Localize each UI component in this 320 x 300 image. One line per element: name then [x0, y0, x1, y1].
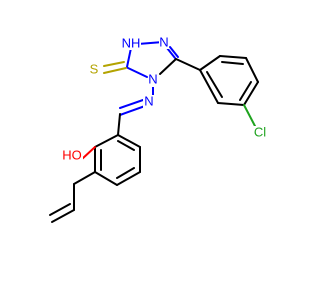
- n-top-label: N: [159, 34, 168, 49]
- bond-n4-c3: [127, 67, 148, 78]
- cp-bond-3: [245, 57, 259, 83]
- ph-bond-4-double: [116, 167, 135, 179]
- ph-bond-6: [117, 134, 141, 148]
- allyl-bond-1: [73, 171, 96, 185]
- bond-n-c5-double: [169, 46, 179, 58]
- bond-c3-nh: [126, 47, 132, 68]
- molecule-structure: NH N N N S HO Cl: [49, 34, 269, 223]
- bond-ch-aryl: [117, 113, 121, 136]
- cp-bond-2: [219, 55, 247, 59]
- bond-n-imine-ch-double: [119, 99, 144, 109]
- allyl-bond-3: [51, 209, 75, 223]
- thione-group: [103, 61, 127, 74]
- nh-label: NH: [122, 35, 141, 50]
- bond-c5-aryl: [175, 58, 201, 71]
- cp-bond-1: [199, 55, 221, 71]
- bond-c5-n4: [159, 58, 177, 75]
- allyl-group: [49, 171, 96, 223]
- ph-bond-1: [94, 134, 119, 148]
- sulfur-label: S: [90, 61, 99, 76]
- allyl-bond-3-double: [49, 203, 71, 216]
- atom-labels: NH N N N S HO Cl: [61, 34, 269, 163]
- cp-bond-6: [199, 69, 219, 104]
- bond-n-imine-ch: [119, 105, 146, 116]
- chlorine-label: Cl: [254, 124, 266, 139]
- cp-bond-2-double: [221, 61, 244, 65]
- bond-nh-n: [137, 41, 164, 45]
- ph-bond-3: [94, 171, 118, 186]
- ph-bond-6-double: [117, 140, 135, 151]
- cp-bond-4: [243, 81, 259, 106]
- bond-c-oh: [81, 146, 96, 160]
- bond-c-cl: [243, 104, 257, 129]
- ph-bond-4: [116, 171, 141, 186]
- bond-c-s-1: [103, 67, 127, 74]
- phenol-ring: [81, 134, 141, 186]
- n-imine-label: N: [144, 93, 153, 108]
- cp-bond-4-double: [239, 81, 252, 101]
- cp-bond-6-double: [206, 71, 223, 98]
- n-ring-label: N: [148, 71, 157, 86]
- hydroxyl-label: HO: [62, 147, 82, 162]
- chlorophenyl-ring: [199, 55, 259, 129]
- bond-c-s-2: [103, 61, 125, 67]
- cp-bond-5: [217, 102, 245, 106]
